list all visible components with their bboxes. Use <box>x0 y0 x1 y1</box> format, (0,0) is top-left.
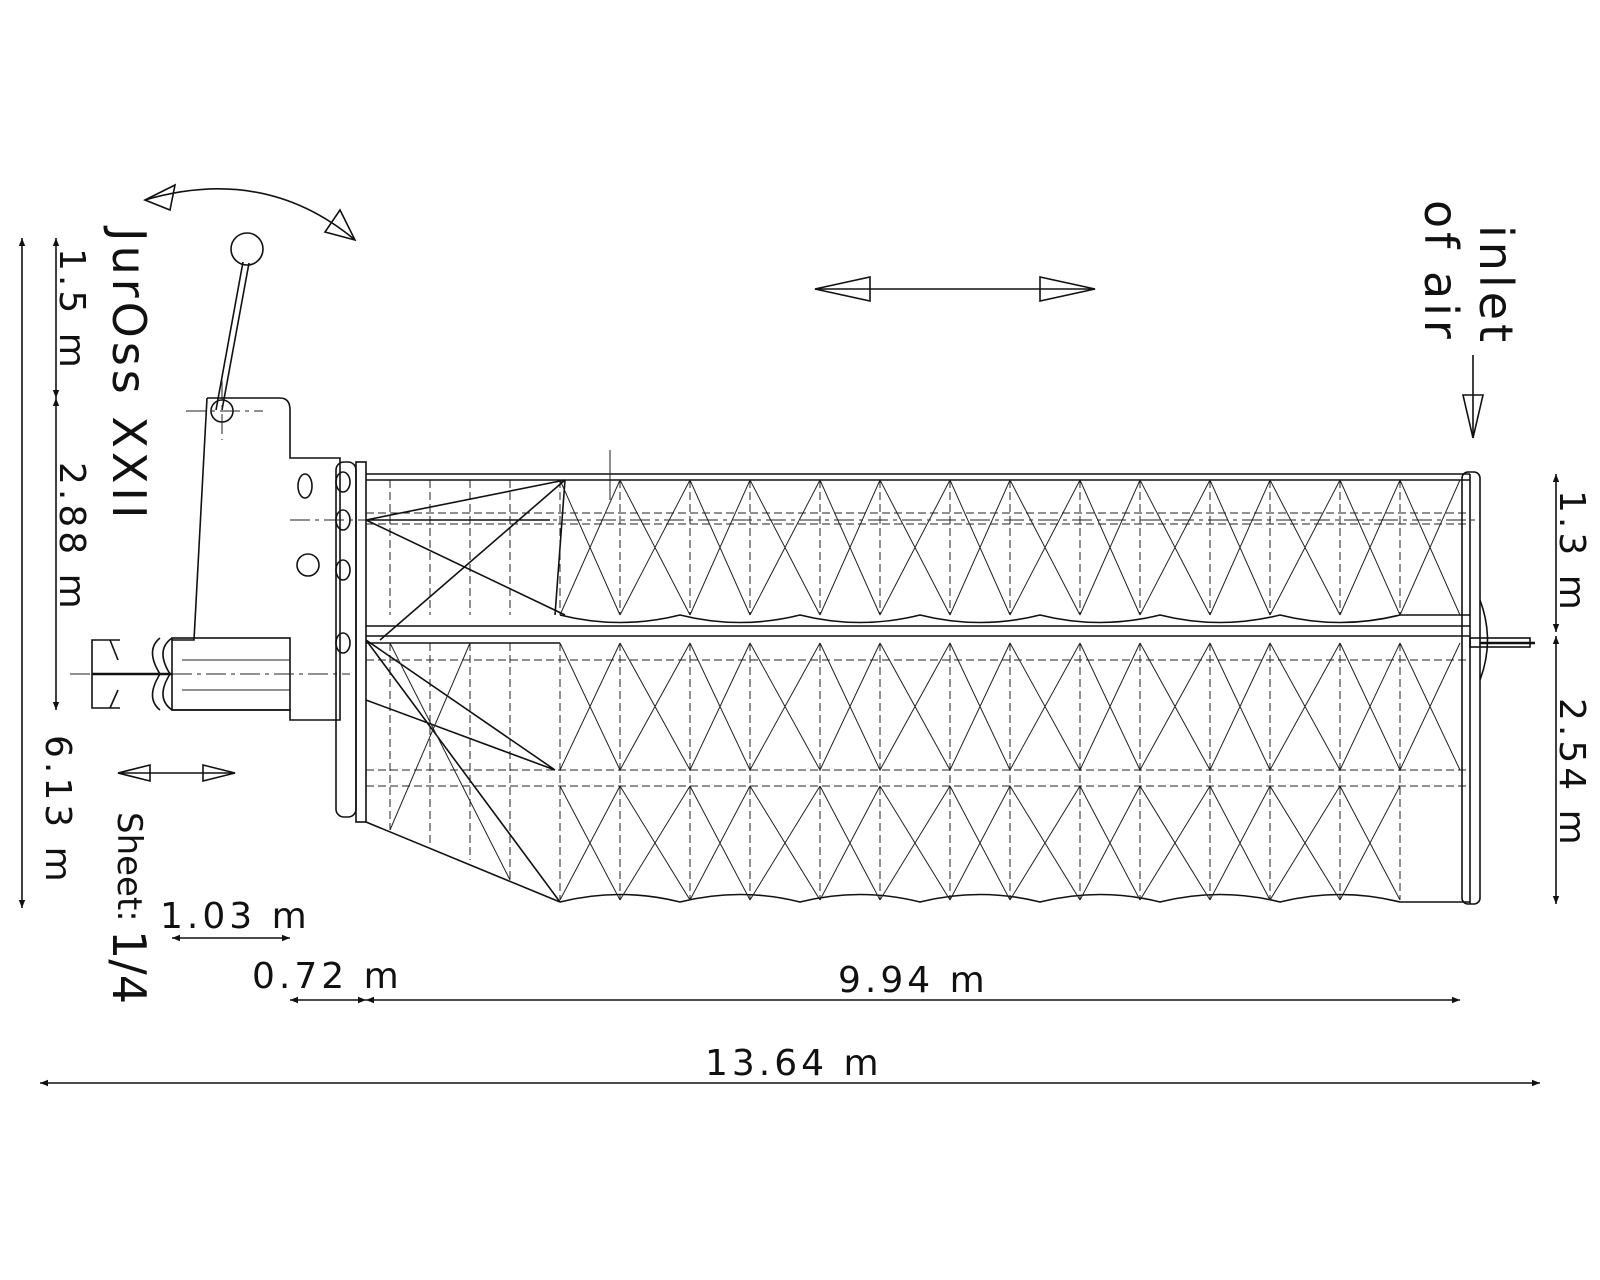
mast <box>186 232 264 440</box>
main-body-length-label: 9.94 m <box>838 960 989 1001</box>
overall-length-label: 13.64 m <box>705 1043 883 1084</box>
inlet-label-line1: inlet <box>1469 225 1523 346</box>
lower-hull <box>365 635 1470 903</box>
drawing-title: JurOss XXII <box>102 225 156 523</box>
gondola-width-label: 1.03 m <box>160 896 311 937</box>
bulkhead-offset-label: 0.72 m <box>252 956 403 997</box>
sheet-label: Sheet: <box>109 812 149 922</box>
overall-height-label: 6.13 m <box>37 735 78 886</box>
lower-section-height-label: 2.54 m <box>1551 698 1592 849</box>
front-bulkhead <box>290 461 1480 823</box>
tower-height-label: 2.88 m <box>51 462 92 613</box>
upper-section-height-label: 1.3 m <box>1551 490 1592 614</box>
lower-bracing <box>365 639 1461 903</box>
upper-hull <box>365 450 1470 641</box>
rotation-arrow <box>143 183 357 242</box>
mast-height-label: 1.5 m <box>51 248 92 372</box>
horizontal-motion-arrow <box>814 276 1096 302</box>
upper-frames <box>389 480 1401 615</box>
sheet-number: 1/4 <box>102 930 156 1004</box>
dimension-lines <box>18 238 1560 1087</box>
gondola-motion-arrow <box>117 763 236 783</box>
inlet-label-line2: of air <box>1414 200 1468 343</box>
inlet-arrow <box>1461 355 1485 439</box>
lower-frames <box>389 643 1401 900</box>
tail-section <box>1461 471 1535 905</box>
gondola-tower <box>70 397 350 721</box>
upper-bracing <box>365 479 1461 641</box>
